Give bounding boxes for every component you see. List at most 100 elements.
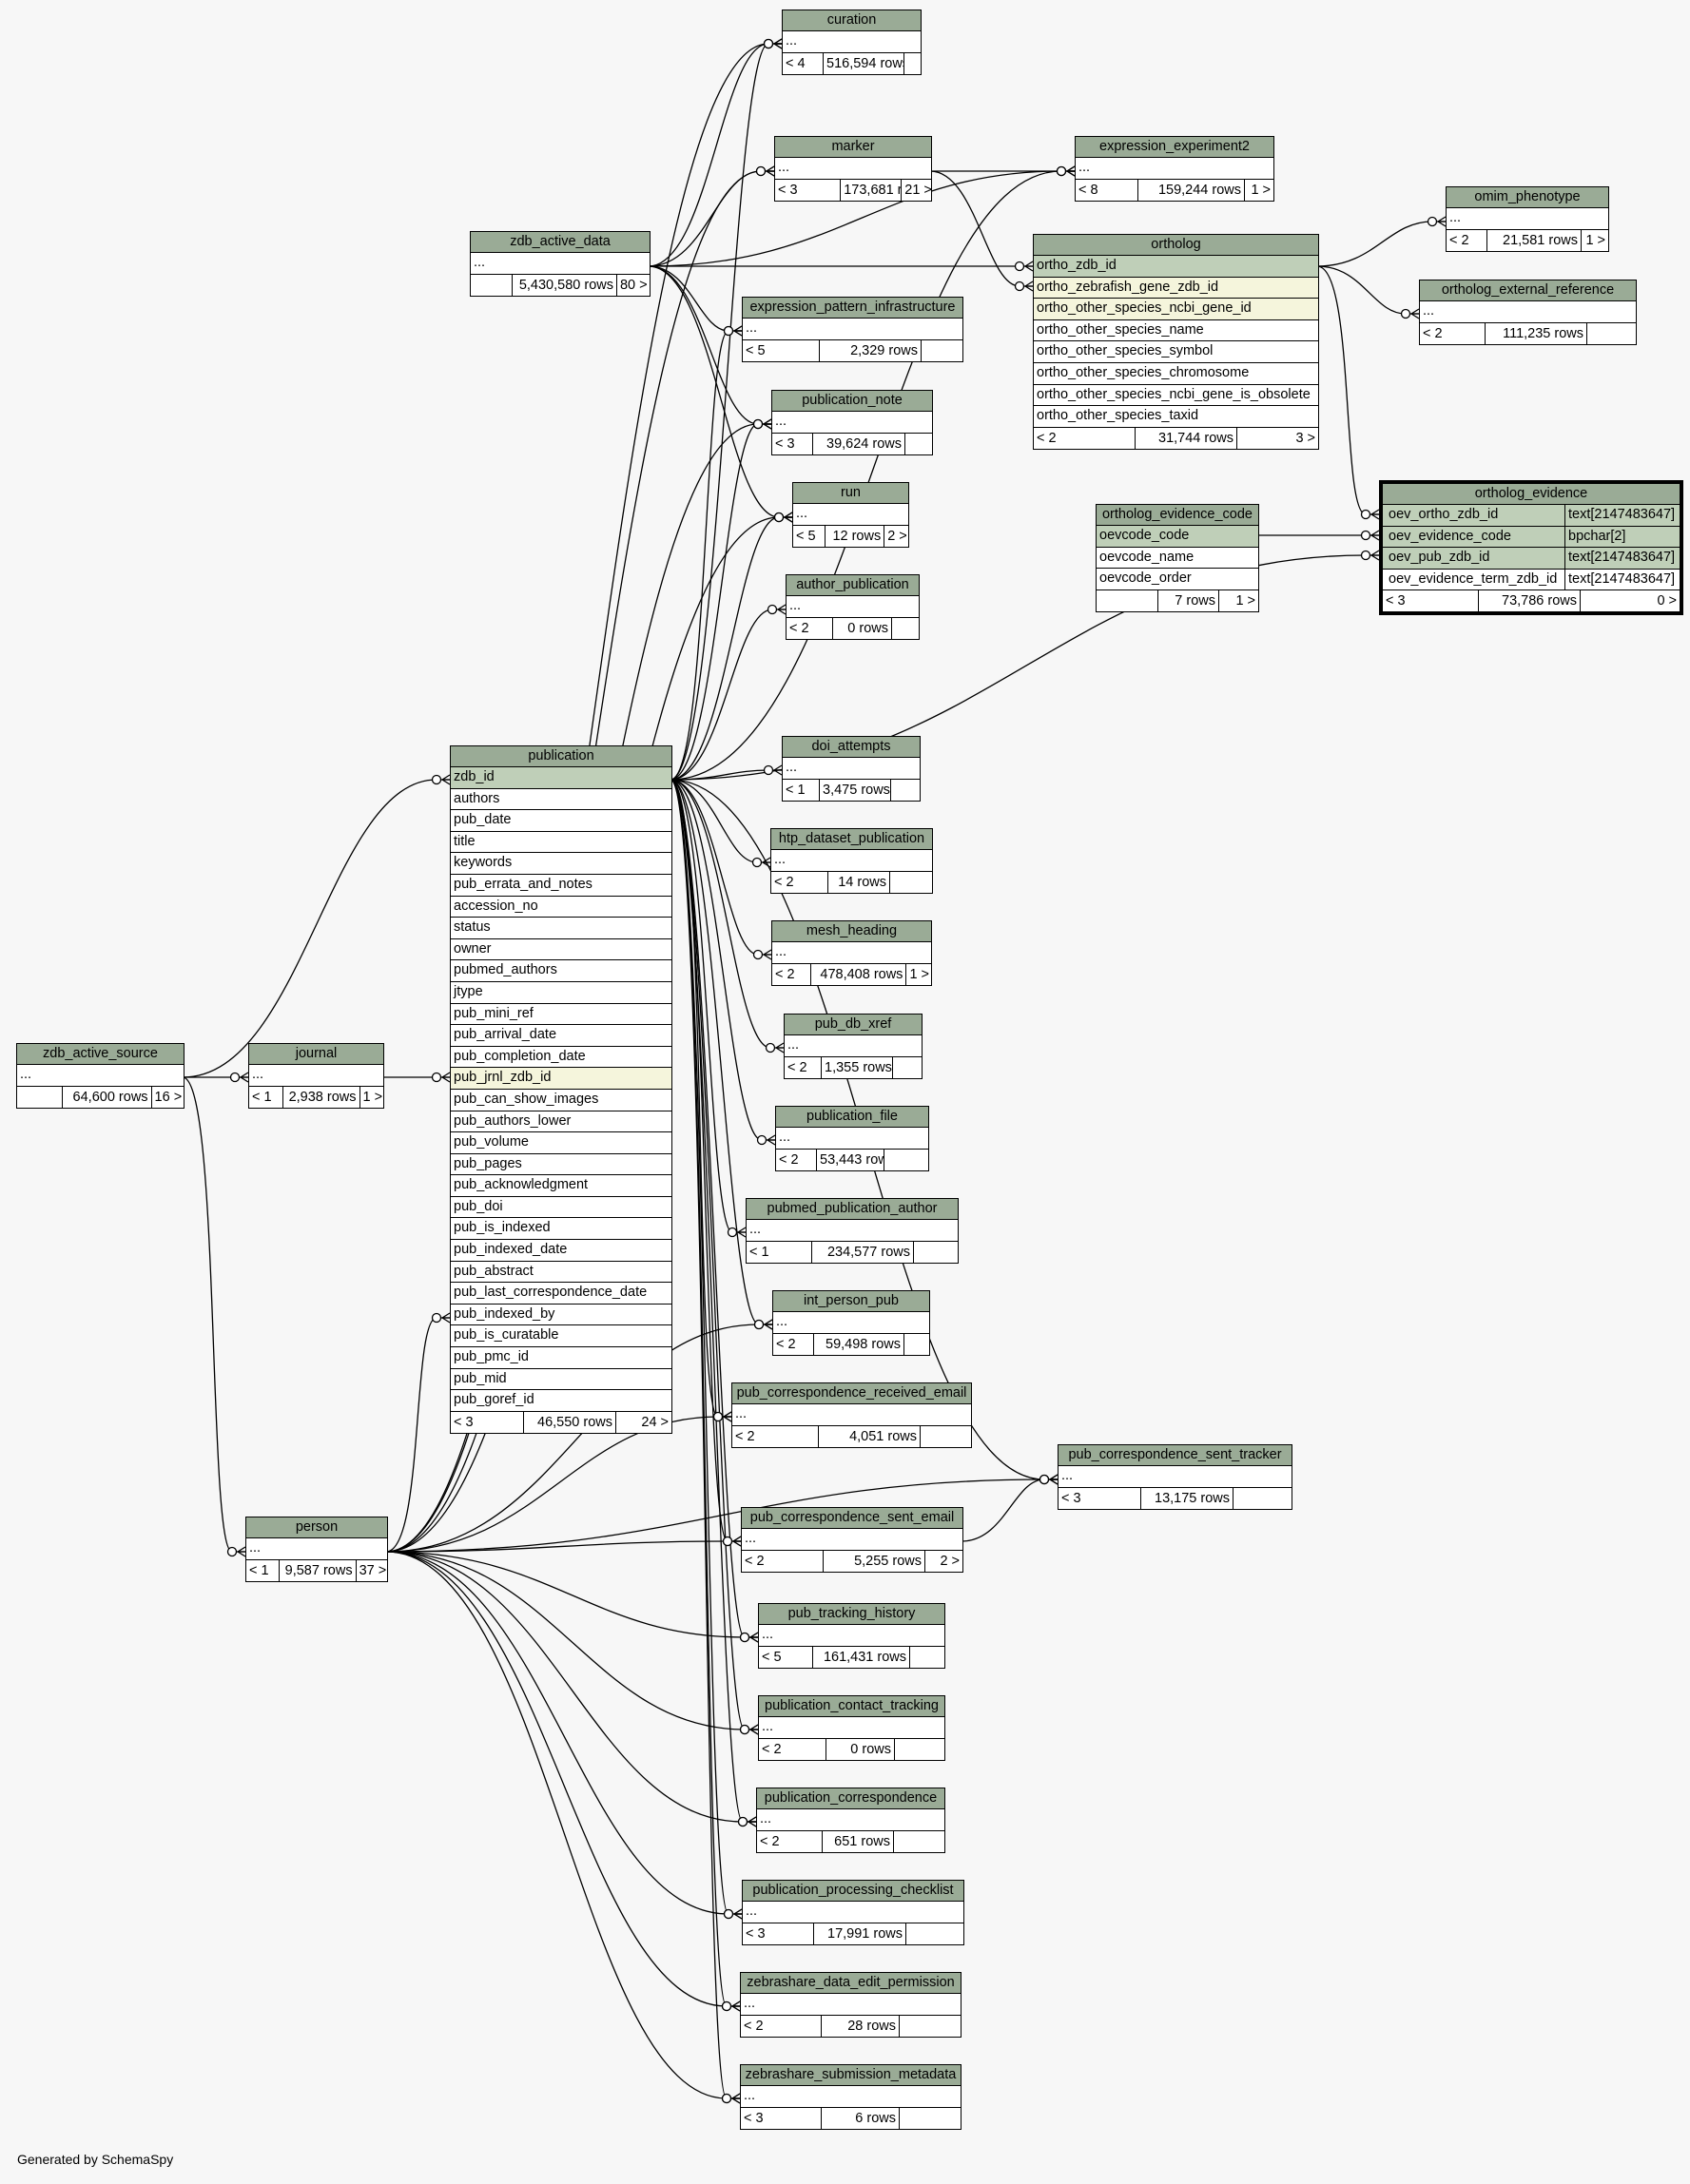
table-header[interactable]: person xyxy=(246,1517,387,1538)
column-row[interactable]: pub_completion_date xyxy=(451,1047,671,1069)
table-header[interactable]: publication xyxy=(451,746,671,767)
column-row[interactable]: pub_errata_and_notes xyxy=(451,875,671,897)
column-row[interactable]: ortho_other_species_taxid xyxy=(1034,406,1318,428)
column-row[interactable]: ortho_other_species_ncbi_gene_id xyxy=(1034,299,1318,320)
column-row[interactable]: pub_is_indexed xyxy=(451,1218,671,1241)
table-header[interactable]: omim_phenotype xyxy=(1447,187,1608,208)
table-header[interactable]: pub_correspondence_received_email xyxy=(732,1383,971,1404)
table-header[interactable]: zebrashare_submission_metadata xyxy=(741,2065,961,2086)
column-row[interactable]: pub_is_curatable xyxy=(451,1325,671,1348)
column-row[interactable]: pub_acknowledgment xyxy=(451,1175,671,1197)
column-ellipsis[interactable]: ... xyxy=(783,758,920,780)
column-ellipsis[interactable]: ... xyxy=(246,1538,387,1560)
column-row[interactable]: pub_jrnl_zdb_id xyxy=(451,1068,671,1090)
column-row[interactable]: ortho_other_species_ncbi_gene_is_obsolet… xyxy=(1034,385,1318,407)
column-row[interactable]: pub_goref_id xyxy=(451,1390,671,1412)
column-row[interactable]: ortho_other_species_chromosome xyxy=(1034,363,1318,385)
column-row[interactable]: ortho_other_species_name xyxy=(1034,320,1318,342)
table-header[interactable]: author_publication xyxy=(787,575,919,596)
column-ellipsis[interactable]: ... xyxy=(742,1529,962,1551)
column-ellipsis[interactable]: ... xyxy=(776,1128,928,1150)
table-header[interactable]: doi_attempts xyxy=(783,737,920,758)
table-header[interactable]: zebrashare_data_edit_permission xyxy=(741,1973,961,1994)
column-row[interactable]: pub_pmc_id xyxy=(451,1347,671,1369)
table-header[interactable]: int_person_pub xyxy=(773,1291,929,1312)
column-row[interactable]: owner xyxy=(451,939,671,961)
column-row[interactable]: pub_pages xyxy=(451,1154,671,1176)
column-row[interactable]: accession_no xyxy=(451,897,671,918)
table-header[interactable]: pub_correspondence_sent_tracker xyxy=(1059,1445,1292,1466)
column-ellipsis[interactable]: ... xyxy=(757,1809,944,1831)
column-ellipsis[interactable]: ... xyxy=(759,1625,944,1647)
column-ellipsis[interactable]: ... xyxy=(1420,301,1636,323)
column-row[interactable]: keywords xyxy=(451,853,671,875)
column-row[interactable]: jtype xyxy=(451,982,671,1004)
column-row[interactable]: pub_arrival_date xyxy=(451,1025,671,1047)
column-ellipsis[interactable]: ... xyxy=(1076,158,1273,180)
column-row[interactable]: pub_mini_ref xyxy=(451,1004,671,1026)
table-publication-file[interactable]: publication_file...< 253,443 rows xyxy=(775,1106,929,1171)
column-row[interactable]: ortho_other_species_symbol xyxy=(1034,341,1318,363)
column-row[interactable]: zdb_id xyxy=(451,767,671,789)
column-ellipsis[interactable]: ... xyxy=(787,596,919,618)
column-ellipsis[interactable]: ... xyxy=(773,1312,929,1334)
column-row[interactable]: pub_date xyxy=(451,810,671,832)
table-header[interactable]: pub_db_xref xyxy=(785,1015,922,1035)
column-ellipsis[interactable]: ... xyxy=(1447,208,1608,230)
table-header[interactable]: ortholog_evidence xyxy=(1383,484,1680,505)
table-header[interactable]: publication_correspondence xyxy=(757,1788,944,1809)
column-ellipsis[interactable]: ... xyxy=(743,1902,963,1923)
column-ellipsis[interactable]: ... xyxy=(249,1065,383,1087)
column-row[interactable]: pubmed_authors xyxy=(451,960,671,982)
table-header[interactable]: htp_dataset_publication xyxy=(771,829,932,850)
column-ellipsis[interactable]: ... xyxy=(732,1404,971,1426)
column-ellipsis[interactable]: ... xyxy=(17,1065,184,1087)
column-ellipsis[interactable]: ... xyxy=(772,412,932,434)
table-header[interactable]: zdb_active_data xyxy=(471,232,650,253)
table-header[interactable]: marker xyxy=(775,137,931,158)
table-header[interactable]: pub_correspondence_sent_email xyxy=(742,1508,962,1529)
table-header[interactable]: ortholog_external_reference xyxy=(1420,280,1636,301)
column-row[interactable]: authors xyxy=(451,789,671,811)
column-ellipsis[interactable]: ... xyxy=(1059,1466,1292,1488)
column-row[interactable]: title xyxy=(451,832,671,854)
table-header[interactable]: publication_processing_checklist xyxy=(743,1881,963,1902)
table-header[interactable]: publication_file xyxy=(776,1107,928,1128)
table-header[interactable]: mesh_heading xyxy=(772,921,931,942)
column-row[interactable]: oevcode_order xyxy=(1097,569,1258,590)
column-row[interactable]: pub_abstract xyxy=(451,1262,671,1284)
table-header[interactable]: expression_pattern_infrastructure xyxy=(743,298,962,319)
column-ellipsis[interactable]: ... xyxy=(471,253,650,275)
column-row[interactable]: pub_authors_lower xyxy=(451,1111,671,1133)
column-row[interactable]: oevcode_name xyxy=(1097,548,1258,570)
column-row[interactable]: pub_doi xyxy=(451,1197,671,1219)
table-header[interactable]: run xyxy=(793,483,908,504)
column-ellipsis[interactable]: ... xyxy=(741,1994,961,2016)
